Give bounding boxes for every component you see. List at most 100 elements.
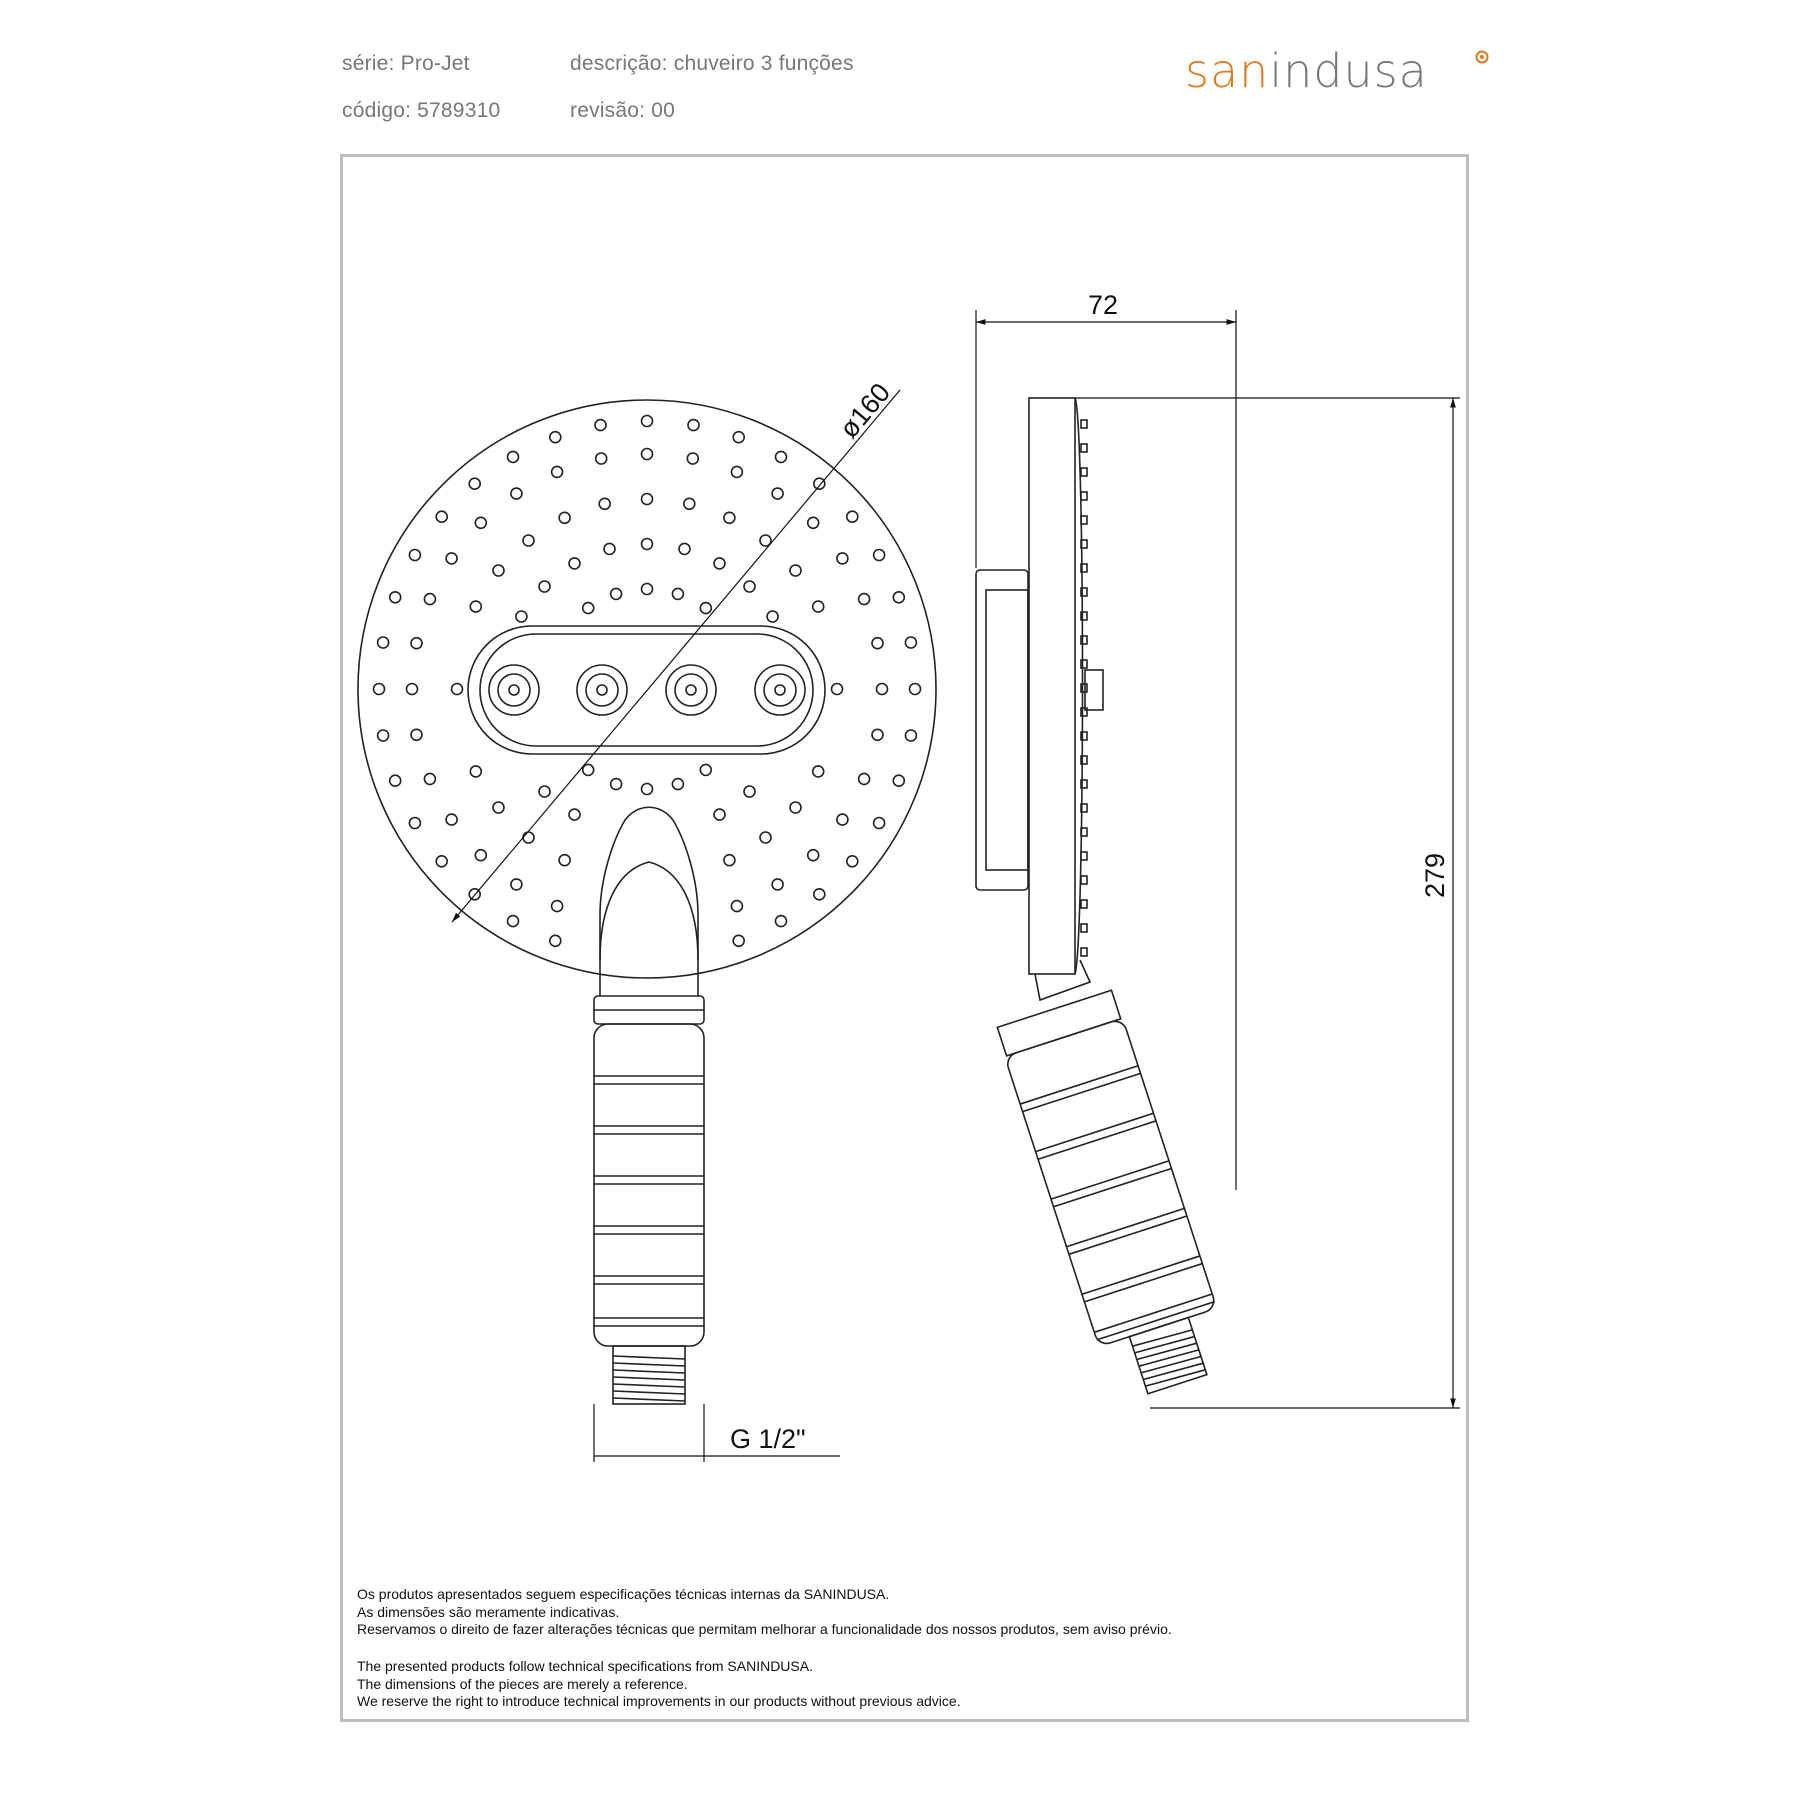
depth-dimension bbox=[975, 310, 1237, 1190]
side-thread-line bbox=[1136, 1342, 1197, 1361]
nozzle bbox=[830, 682, 844, 696]
codigo-value: 5789310 bbox=[417, 99, 501, 122]
nozzle bbox=[789, 564, 802, 577]
side-handle-grip bbox=[1007, 1020, 1215, 1345]
nozzle bbox=[671, 777, 685, 791]
nozzle bbox=[445, 813, 458, 826]
side-thread bbox=[1128, 1316, 1208, 1395]
height-dimension bbox=[1075, 397, 1460, 1409]
nozzle bbox=[743, 785, 756, 798]
sanindusa-logo: sanindusa bbox=[1185, 44, 1428, 98]
nozzle bbox=[871, 636, 884, 650]
nozzle bbox=[771, 487, 784, 500]
nozzle bbox=[548, 430, 562, 444]
side-nozzle bbox=[1080, 683, 1088, 693]
function-button-center bbox=[596, 684, 608, 696]
revisao-value: 00 bbox=[651, 99, 675, 122]
nozzle bbox=[904, 636, 918, 649]
nozzle bbox=[372, 682, 386, 696]
nozzle bbox=[766, 610, 779, 623]
nozzle bbox=[510, 878, 523, 891]
nozzle bbox=[723, 511, 736, 525]
side-ring-line bbox=[1068, 1215, 1188, 1256]
nozzle bbox=[774, 450, 788, 464]
nozzle bbox=[568, 808, 581, 821]
nozzle bbox=[640, 582, 654, 596]
notes-english: The presented products follow technical … bbox=[357, 1658, 961, 1711]
grip-rings bbox=[594, 1075, 704, 1327]
note-pt-2: As dimensões são meramente indicativas. bbox=[357, 1603, 620, 1620]
nozzle bbox=[558, 853, 571, 867]
note-pt-1: Os produtos apresentados seguem especifi… bbox=[357, 1586, 890, 1602]
nozzle bbox=[836, 813, 849, 826]
side-control-inner bbox=[985, 589, 1029, 871]
nozzle bbox=[686, 452, 700, 465]
side-ring-line bbox=[1022, 1072, 1141, 1113]
nozzle bbox=[410, 728, 423, 742]
nozzle bbox=[806, 516, 820, 530]
thread-lines bbox=[612, 1355, 686, 1402]
revisao-label: revisão: bbox=[570, 99, 646, 122]
side-nozzle bbox=[1080, 467, 1088, 477]
thread-line bbox=[612, 1390, 686, 1395]
nozzle bbox=[423, 772, 437, 786]
nozzle bbox=[789, 801, 802, 814]
nozzle bbox=[875, 682, 889, 696]
thread-line bbox=[612, 1362, 686, 1367]
nozzle bbox=[845, 510, 859, 524]
side-nozzles bbox=[1080, 419, 1088, 957]
descricao-value: chuveiro 3 funções bbox=[673, 52, 854, 75]
nozzle bbox=[594, 418, 607, 432]
nozzle bbox=[774, 914, 788, 928]
side-nozzle bbox=[1080, 515, 1088, 525]
nozzle bbox=[759, 534, 772, 547]
nozzle bbox=[609, 587, 623, 601]
nozzle bbox=[872, 548, 886, 562]
thread-connector bbox=[612, 1345, 686, 1405]
side-nozzle bbox=[1080, 827, 1088, 837]
serie-field: série: Pro-Jet bbox=[342, 52, 470, 76]
side-ring-line bbox=[1094, 1293, 1213, 1334]
nozzle bbox=[506, 450, 520, 464]
nozzle bbox=[388, 774, 402, 788]
nozzle bbox=[522, 831, 535, 844]
side-thread-line bbox=[1143, 1362, 1204, 1381]
side-ring-line bbox=[1035, 1112, 1154, 1153]
side-head-plate bbox=[1028, 397, 1076, 975]
nozzle bbox=[408, 548, 422, 562]
thread-line bbox=[612, 1383, 686, 1388]
nozzle bbox=[811, 765, 825, 778]
nozzle bbox=[492, 564, 505, 577]
nozzle bbox=[892, 774, 906, 788]
nozzle bbox=[522, 534, 535, 547]
nozzle bbox=[730, 465, 744, 479]
height-label: 279 bbox=[1420, 853, 1450, 898]
side-neck bbox=[1034, 959, 1092, 1002]
note-en-2: The dimensions of the pieces are merely … bbox=[357, 1675, 688, 1692]
nozzle bbox=[857, 592, 871, 606]
nozzle bbox=[388, 590, 402, 604]
thread-line bbox=[612, 1355, 686, 1360]
side-nozzle bbox=[1080, 659, 1088, 669]
note-en-1: The presented products follow technical … bbox=[357, 1658, 813, 1674]
codigo-label: código: bbox=[342, 99, 412, 122]
nozzle bbox=[713, 808, 726, 821]
nozzle bbox=[640, 782, 654, 796]
nozzle bbox=[811, 600, 825, 613]
side-ring-line bbox=[1053, 1167, 1172, 1208]
notes-portuguese: Os produtos apresentados seguem especifi… bbox=[357, 1586, 1172, 1639]
nozzle bbox=[759, 831, 772, 844]
nozzle bbox=[678, 542, 691, 556]
side-ring-line bbox=[1081, 1255, 1201, 1296]
function-button bbox=[576, 664, 628, 716]
nozzle bbox=[640, 492, 654, 506]
nozzle bbox=[857, 772, 871, 786]
nozzle bbox=[550, 899, 564, 913]
side-handle bbox=[996, 989, 1215, 1395]
nozzle bbox=[468, 477, 482, 491]
nozzle bbox=[872, 816, 886, 830]
nozzle bbox=[468, 887, 482, 901]
function-button bbox=[754, 664, 806, 716]
nozzle bbox=[812, 477, 826, 491]
nozzle bbox=[723, 853, 736, 867]
